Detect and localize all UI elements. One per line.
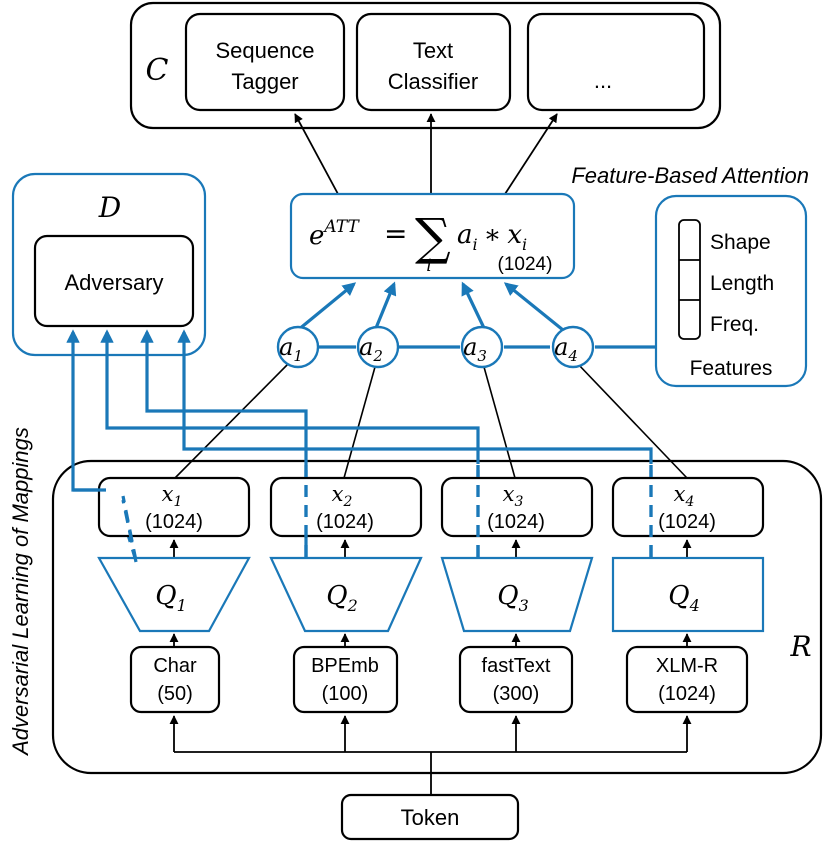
vector-box-3: x3 (1024) bbox=[440, 476, 594, 538]
more-classifiers-box: ... bbox=[526, 12, 706, 112]
text-classifier-box: Text Classifier bbox=[355, 12, 512, 112]
weight-circle-4: a4 bbox=[551, 325, 595, 369]
representation-label: R bbox=[789, 630, 811, 663]
weight-3-label: a3 bbox=[463, 333, 487, 365]
classifier-group-label: C bbox=[146, 53, 169, 88]
sequence-tagger-box: Sequence Tagger bbox=[184, 12, 346, 112]
embedding-fasttext-name: fastText bbox=[482, 655, 551, 677]
embedding-bpemb: BPEmb (100) bbox=[292, 645, 399, 714]
more-classifiers-ellipsis: ... bbox=[594, 68, 612, 93]
embedding-bpemb-dim: (100) bbox=[322, 683, 369, 705]
attention-equation-box: eATT = ∑ i ai∗xi (1024) bbox=[289, 192, 576, 280]
mapping-q2-label: Q2 bbox=[326, 581, 358, 615]
mapping-q1: Q1 bbox=[97, 556, 251, 633]
vector-4-label: x4 bbox=[674, 482, 695, 510]
token-distribution-arrows bbox=[169, 715, 692, 795]
features-group: Shape Length Freq. Features bbox=[654, 194, 808, 388]
mapping-q1-label: Q1 bbox=[155, 581, 187, 615]
vector-3-label: x3 bbox=[503, 482, 524, 510]
weight-2-label: a2 bbox=[359, 333, 383, 365]
adversarial-learning-caption: Adversarial Learning of Mappings bbox=[8, 427, 33, 757]
weight-bus bbox=[296, 281, 656, 349]
embedding-bpemb-name: BPEmb bbox=[311, 655, 379, 677]
weight-circle-1: a1 bbox=[276, 325, 320, 369]
mapping-q4-label: Q4 bbox=[668, 581, 700, 615]
feature-shape: Shape bbox=[710, 231, 771, 254]
vector-2-label: x2 bbox=[332, 482, 353, 510]
weight-circle-3: a3 bbox=[460, 325, 504, 369]
vector-box-1: x1 (1024) bbox=[97, 476, 251, 538]
vector-1-dim: (1024) bbox=[145, 511, 203, 533]
sequence-tagger-line1: Sequence bbox=[215, 38, 314, 63]
vector-1-label: x1 bbox=[162, 482, 183, 510]
attention-dim: (1024) bbox=[498, 254, 553, 275]
feature-length: Length bbox=[710, 272, 774, 295]
vector-4-dim: (1024) bbox=[658, 511, 716, 533]
weight-4-label: a4 bbox=[554, 333, 578, 365]
vector-to-weight-lines bbox=[174, 362, 688, 479]
embedding-xlmr-dim: (1024) bbox=[658, 683, 716, 705]
mapping-q3: Q3 bbox=[440, 556, 594, 633]
text-classifier-line2: Classifier bbox=[388, 69, 478, 94]
embedding-fasttext: fastText (300) bbox=[458, 645, 574, 714]
adversarial-dash-overlay bbox=[121, 470, 653, 563]
mapping-q4: Q4 bbox=[611, 556, 765, 633]
embedding-xlmr: XLM-R (1024) bbox=[625, 645, 749, 714]
text-classifier-line1: Text bbox=[413, 38, 453, 63]
vector-2-dim: (1024) bbox=[316, 511, 374, 533]
equation-rhs: ai∗xi bbox=[457, 220, 527, 254]
weight-circle-2: a2 bbox=[356, 325, 400, 369]
features-label: Features bbox=[690, 357, 773, 380]
vector-box-4: x4 (1024) bbox=[611, 476, 765, 538]
mapping-q2: Q2 bbox=[269, 556, 423, 633]
classifier-group: C Sequence Tagger Text Classifier ... bbox=[129, 1, 722, 130]
weight-1-label: a1 bbox=[279, 333, 303, 365]
adversary-label: Adversary bbox=[64, 270, 163, 295]
sum-symbol: ∑ bbox=[415, 208, 451, 266]
discriminator-label: D bbox=[98, 191, 121, 224]
token-box: Token bbox=[340, 793, 520, 841]
mapping-q3-label: Q3 bbox=[497, 581, 529, 615]
embedding-char-dim: (50) bbox=[157, 683, 193, 705]
feature-attention-caption: Feature-Based Attention bbox=[571, 163, 809, 188]
vector-box-2: x2 (1024) bbox=[269, 476, 423, 538]
embedding-char-name: Char bbox=[153, 655, 197, 677]
sequence-tagger-line2: Tagger bbox=[231, 69, 298, 94]
embedding-fasttext-dim: (300) bbox=[493, 683, 540, 705]
mapping-to-vector-arrows bbox=[169, 539, 692, 557]
embedding-char: Char (50) bbox=[129, 645, 221, 714]
equation-lhs: eATT bbox=[309, 217, 360, 251]
equation-equals: = bbox=[384, 217, 407, 250]
sum-index: i bbox=[426, 256, 431, 276]
embedding-xlmr-name: XLM-R bbox=[656, 655, 718, 677]
feature-frequency: Freq. bbox=[710, 313, 759, 336]
vector-3-dim: (1024) bbox=[487, 511, 545, 533]
discriminator-group: D Adversary bbox=[11, 172, 207, 357]
embedding-to-mapping-arrows bbox=[169, 633, 692, 647]
attention-to-classifier-arrows bbox=[294, 113, 558, 195]
token-label: Token bbox=[401, 805, 460, 830]
